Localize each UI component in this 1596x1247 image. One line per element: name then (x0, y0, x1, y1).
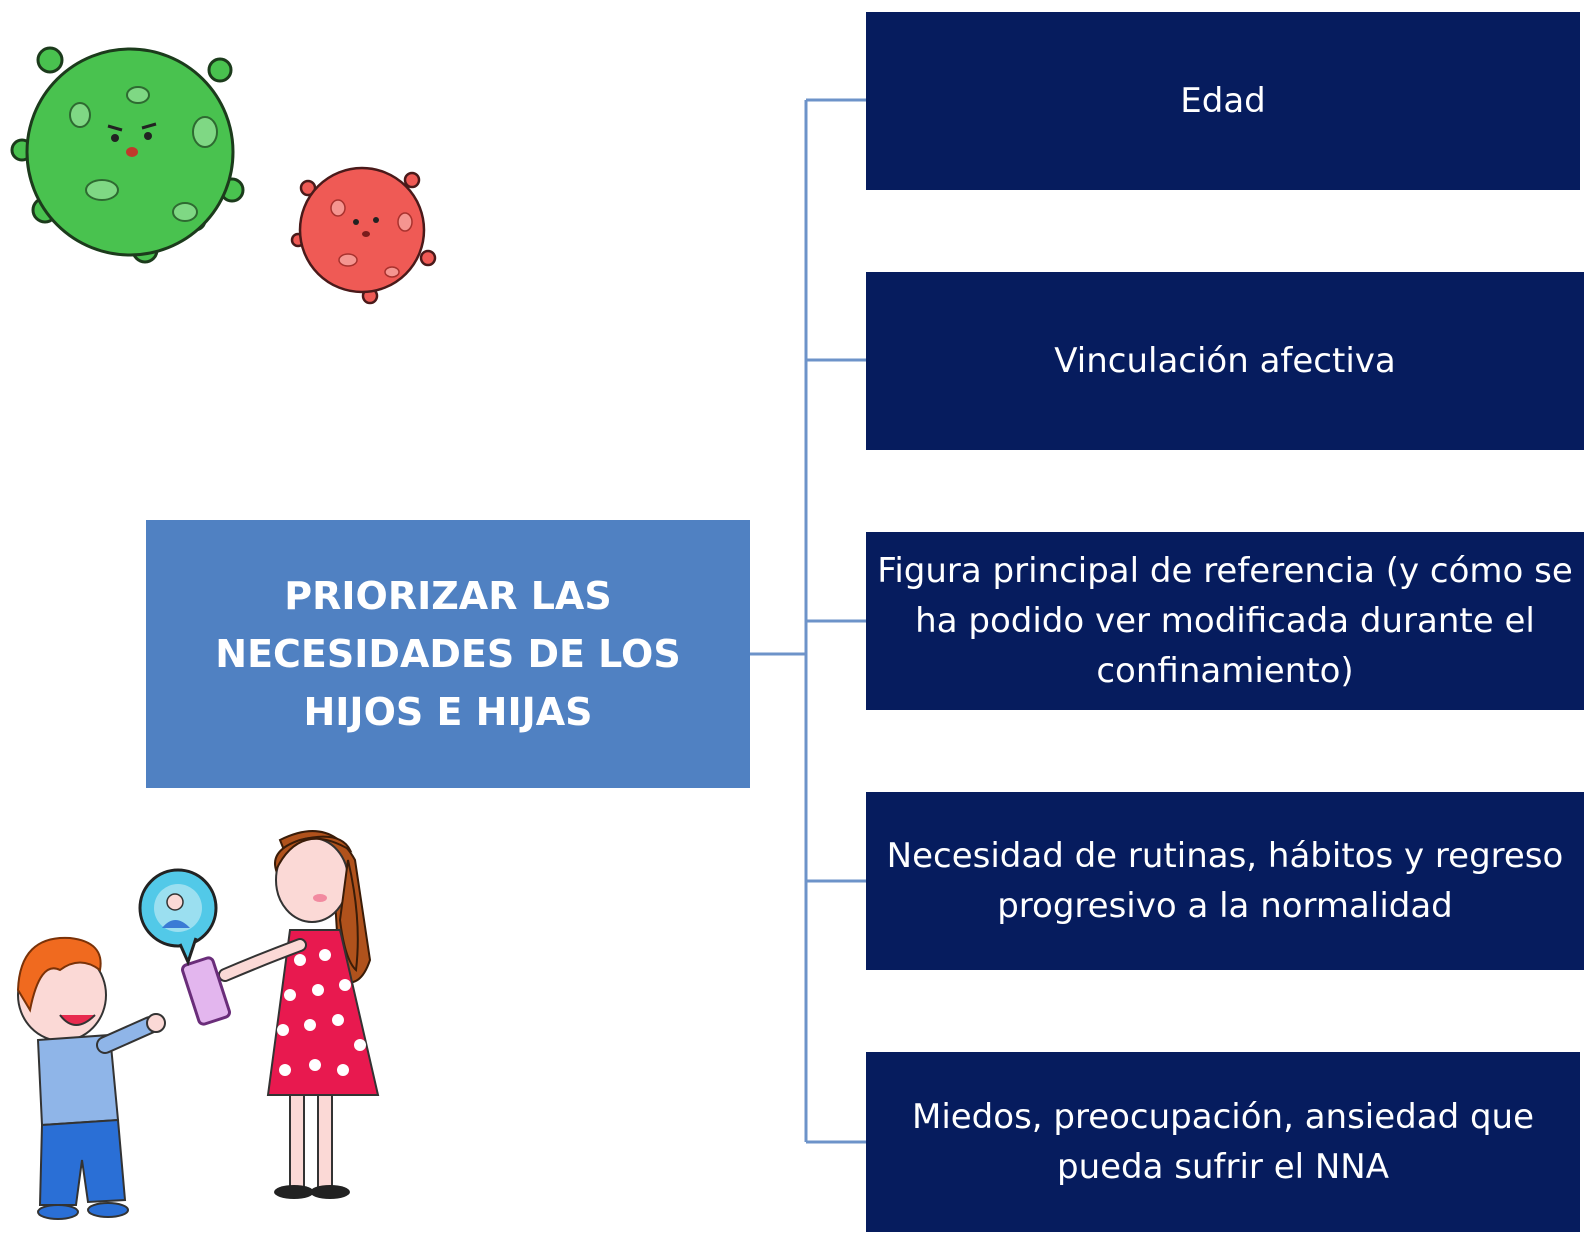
children-with-phone-illustration (16, 830, 380, 1220)
red-virus-icon (290, 166, 437, 305)
child-node-2-label: Vinculación afectiva (1054, 341, 1396, 381)
root-node-label: PRIORIZAR LAS NECESIDADES DE LOS HIJOS E… (215, 574, 681, 734)
child-node-4: Necesidad de rutinas, hábitos y regreso … (866, 792, 1584, 970)
child-node-1: Edad (866, 12, 1580, 190)
child-node-4-label: Necesidad de rutinas, hábitos y regreso … (886, 836, 1564, 926)
child-node-3-label: Figura principal de referencia (y cómo s… (877, 551, 1573, 691)
green-virus-icon (10, 46, 245, 264)
child-node-1-label: Edad (1180, 81, 1266, 121)
child-node-3: Figura principal de referencia (y cómo s… (866, 532, 1584, 710)
root-node: PRIORIZAR LAS NECESIDADES DE LOS HIJOS E… (146, 520, 750, 788)
child-node-2: Vinculación afectiva (866, 272, 1584, 450)
child-node-5-label: Miedos, preocupación, ansiedad que pueda… (911, 1097, 1535, 1187)
child-node-5: Miedos, preocupación, ansiedad que pueda… (866, 1052, 1580, 1232)
